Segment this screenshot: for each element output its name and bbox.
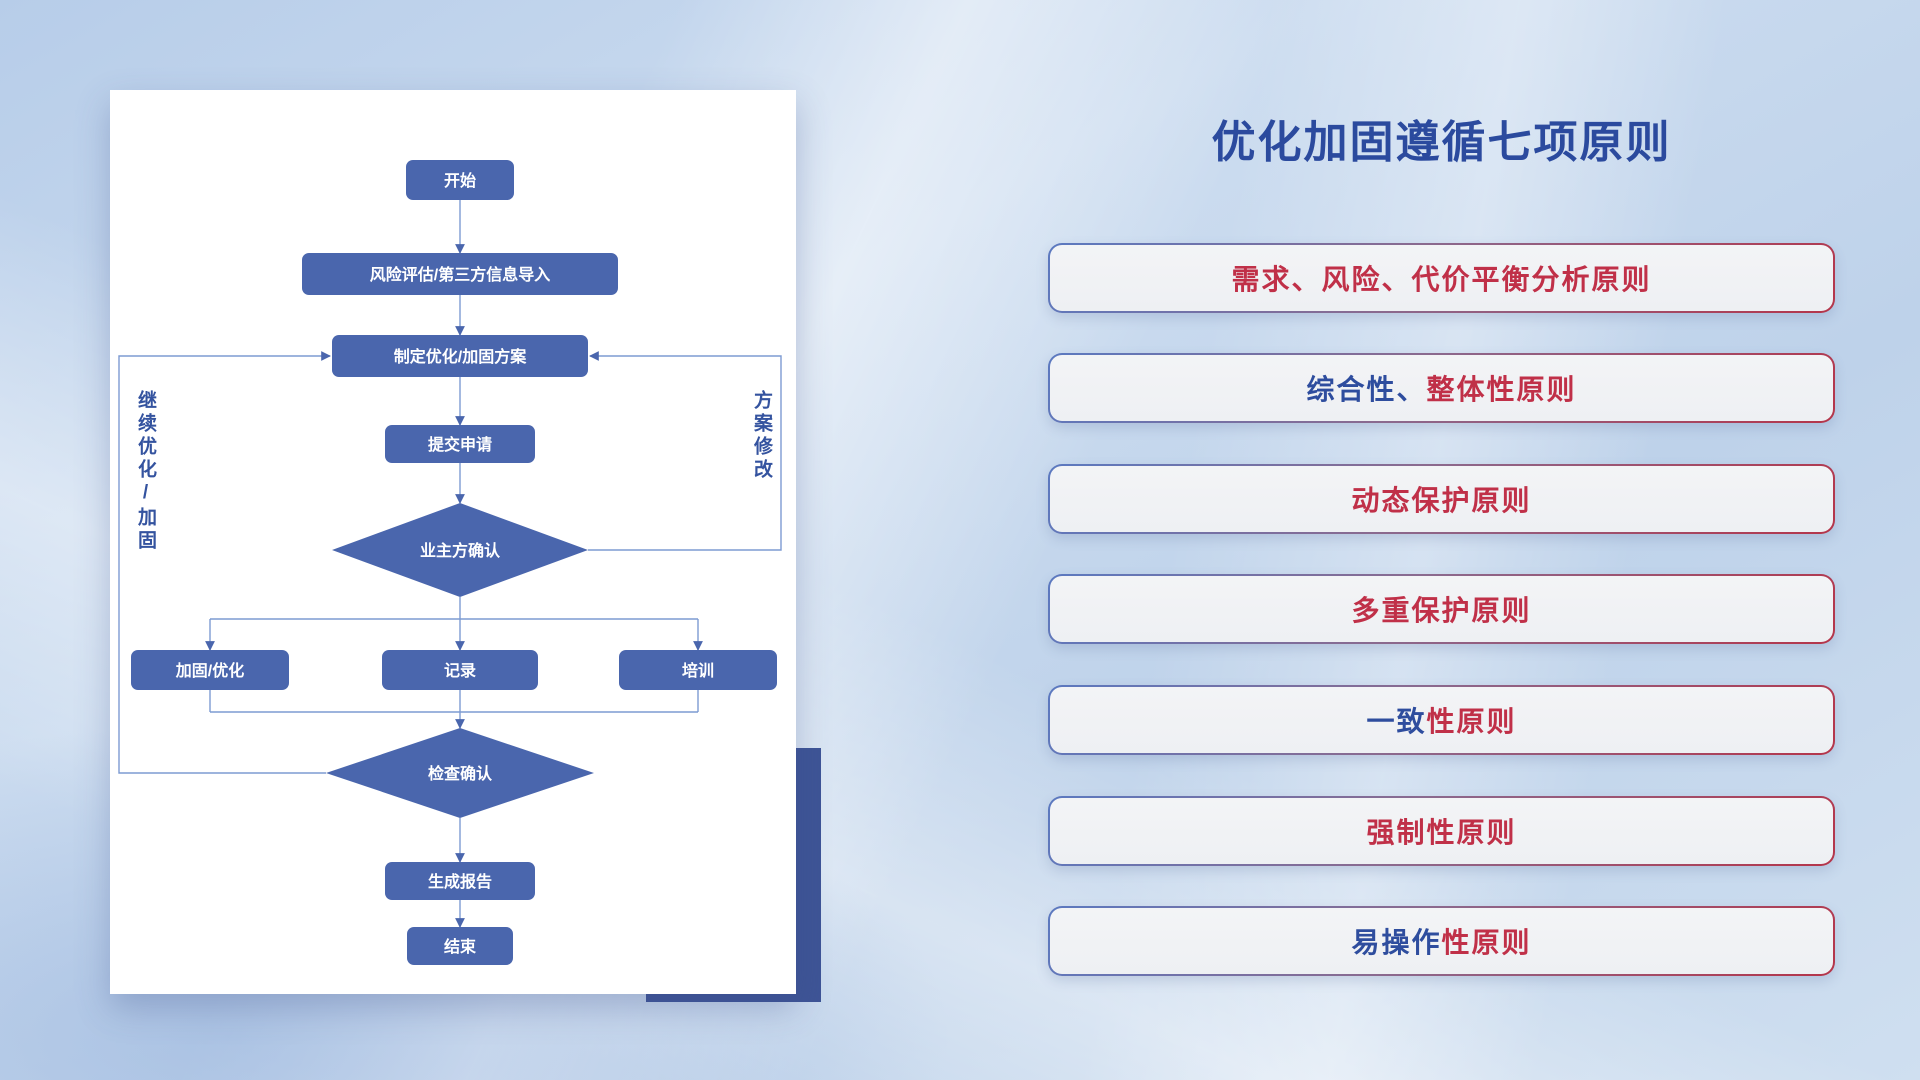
principle-text: 易操作 bbox=[1351, 927, 1442, 958]
flow-node-start: 开始 bbox=[406, 160, 514, 200]
flow-decision-owner-confirm-shape bbox=[332, 503, 588, 597]
principle-text: 整体性原则 bbox=[1426, 374, 1577, 405]
flow-node-reinforce-optimize-label: 加固/优化 bbox=[175, 661, 244, 680]
flow-node-record: 记录 bbox=[382, 650, 538, 690]
principle-pill-dynamic-protection: 动态保护原则 bbox=[1048, 464, 1835, 534]
flow-node-risk-import-label: 风险评估/第三方信息导入 bbox=[370, 265, 550, 284]
flow-decision-check-confirm-shape bbox=[326, 728, 594, 818]
flow-node-generate-report: 生成报告 bbox=[385, 862, 535, 900]
principle-text: 需求、风险、代价平衡分析原则 bbox=[1231, 264, 1652, 295]
edge-label-plan-revision: 方案修改 bbox=[751, 390, 772, 482]
flow-decision-check-confirm-label: 检查确认 bbox=[428, 764, 493, 783]
flow-edge-plan-revision-loop bbox=[588, 351, 782, 551]
flow-node-record-shape bbox=[382, 650, 538, 690]
flow-edges bbox=[118, 200, 782, 928]
principle-text: 强制性原则 bbox=[1366, 817, 1517, 848]
flow-node-submit: 提交申请 bbox=[385, 425, 535, 463]
principle-pill-consistency: 一致性原则 bbox=[1048, 685, 1835, 755]
principle-text: 动态保护原则 bbox=[1351, 485, 1532, 516]
principle-pill-multiple-protection: 多重保护原则 bbox=[1048, 574, 1835, 644]
flow-node-start-shape bbox=[406, 160, 514, 200]
flow-node-risk-import-shape bbox=[302, 253, 618, 295]
principle-text: 综合性、 bbox=[1306, 374, 1427, 405]
flow-node-generate-report-shape bbox=[385, 862, 535, 900]
page-title: 优化加固遵循七项原则 bbox=[1211, 118, 1672, 167]
principle-pill-mandatory: 强制性原则 bbox=[1048, 796, 1835, 866]
principle-text: 性原则 bbox=[1441, 927, 1532, 958]
flowchart-svg: 开始 风险评估/第三方信息导入 制定优化/加固方案 提交申请 业主方确认 加固/… bbox=[118, 160, 782, 965]
flow-node-record-label: 记录 bbox=[444, 662, 476, 680]
flow-node-training-label: 培训 bbox=[682, 661, 714, 680]
flow-node-end-label: 结束 bbox=[443, 937, 477, 956]
principle-pill-comprehensive: 综合性、整体性原则 bbox=[1048, 353, 1835, 423]
flow-node-end: 结束 bbox=[407, 927, 513, 965]
principle-text: 性原则 bbox=[1426, 706, 1517, 737]
flow-node-start-label: 开始 bbox=[444, 171, 476, 190]
principles-panel: 优化加固遵循七项原则 需求、风险、代价平衡分析原则 综合性、整体性原则 动态保护… bbox=[1048, 0, 1835, 1080]
flow-node-make-plan: 制定优化/加固方案 bbox=[332, 335, 588, 377]
flow-node-reinforce-optimize-shape bbox=[131, 650, 289, 690]
flow-edge-continue-loop bbox=[118, 351, 331, 774]
flow-decision-check-confirm: 检查确认 bbox=[326, 728, 594, 818]
edge-label-continue-optimize: 继续优化/加固 bbox=[135, 390, 156, 553]
flow-node-training-shape bbox=[619, 650, 777, 690]
flow-node-end-shape bbox=[407, 927, 513, 965]
flow-node-submit-label: 提交申请 bbox=[428, 435, 492, 454]
principle-text: 多重保护原则 bbox=[1351, 595, 1532, 626]
flow-decision-owner-confirm: 业主方确认 bbox=[332, 503, 588, 597]
flow-node-training: 培训 bbox=[619, 650, 777, 690]
principle-pill-balance-analysis: 需求、风险、代价平衡分析原则 bbox=[1048, 243, 1835, 313]
principle-text: 一致 bbox=[1366, 706, 1427, 737]
flow-node-make-plan-label: 制定优化/加固方案 bbox=[394, 347, 527, 366]
flow-node-risk-import: 风险评估/第三方信息导入 bbox=[302, 253, 618, 295]
flowchart-card: 开始 风险评估/第三方信息导入 制定优化/加固方案 提交申请 业主方确认 加固/… bbox=[110, 90, 796, 994]
flow-decision-owner-confirm-label: 业主方确认 bbox=[420, 541, 501, 560]
flow-node-generate-report-label: 生成报告 bbox=[428, 872, 492, 891]
flow-node-reinforce-optimize: 加固/优化 bbox=[131, 650, 289, 690]
flow-node-make-plan-shape bbox=[332, 335, 588, 377]
flow-node-submit-shape bbox=[385, 425, 535, 463]
principle-pill-operability: 易操作性原则 bbox=[1048, 906, 1835, 976]
